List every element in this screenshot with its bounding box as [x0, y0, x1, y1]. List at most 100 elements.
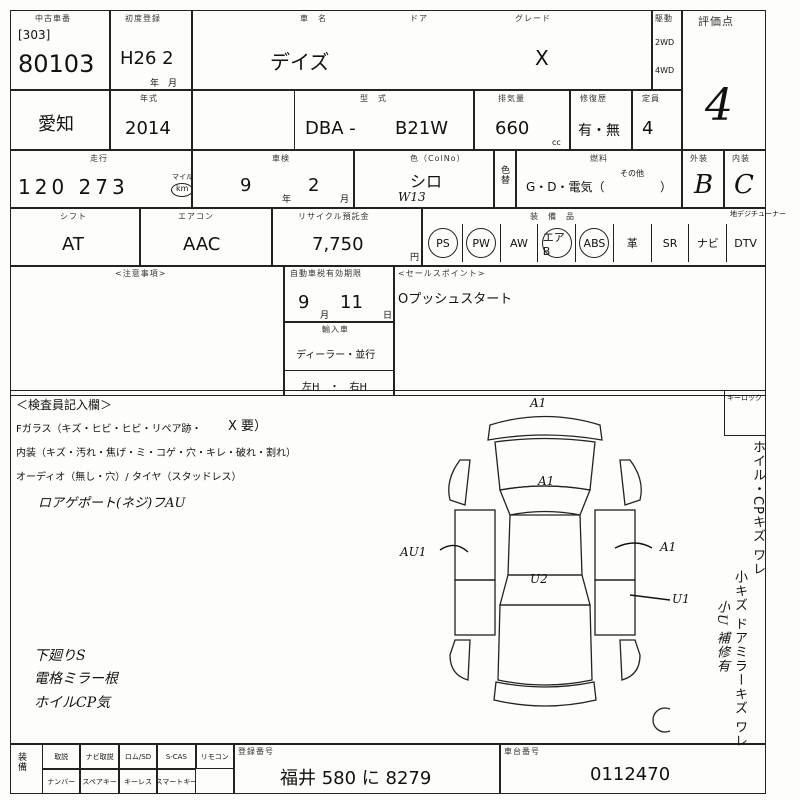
color-change-label: 色替 [499, 165, 509, 185]
footer-equip-item: スマートキー [157, 769, 196, 794]
sales-point: Oプッシュスタート [398, 292, 513, 307]
car-diagram [439, 415, 670, 733]
left-front-door [454, 509, 496, 581]
import-cell [284, 322, 394, 396]
color-cell [354, 150, 494, 208]
first-reg-unit: 年 月 [150, 79, 178, 89]
mark-au1-stroke [439, 544, 469, 553]
handwritten-note-4: ホイルCP気 [34, 695, 111, 711]
mileage-label: 走行 [90, 154, 108, 163]
score-value: 4 [705, 80, 733, 131]
footer-equip-item: ナビ取説 [80, 744, 119, 769]
exterior-label: 外装 [690, 154, 708, 163]
keyless-cell [724, 390, 766, 436]
mileage-value: 120 273 [18, 175, 129, 199]
equipment-item-label: 革 [626, 237, 638, 250]
capacity-value: 4 [642, 118, 654, 139]
fuel-options: G・D・電気（ [526, 180, 605, 194]
equipment-item: DTV [726, 224, 764, 262]
rear-bumper [493, 681, 597, 707]
lot-box: [303] [18, 28, 51, 42]
import-type: ディーラー・並行 [296, 350, 376, 361]
history-value: 有・無 [578, 123, 620, 139]
mileage-km: km [176, 184, 189, 193]
year-label: 年式 [140, 94, 158, 103]
capacity-cell [632, 90, 682, 150]
model-label: 型 式 [360, 94, 387, 103]
region-value: 愛知 [38, 114, 74, 135]
interior-grade-label: 内装 [732, 154, 750, 163]
terrestrial-label: 地デジチューナー [730, 210, 786, 218]
first-reg-value: H26 2 [120, 48, 174, 69]
equipment-item: ナビ [688, 224, 726, 262]
grade-value: X [535, 46, 549, 70]
audio-line: オーディオ（無し・穴）/ タイヤ（スタッドレス） [16, 472, 242, 483]
score-cell [682, 10, 766, 150]
model-code: B21W [395, 118, 449, 139]
equipment-item-label: ABS [579, 228, 610, 258]
lot-label: 中古車番 [35, 14, 71, 23]
inspection-year-unit: 年 [282, 195, 292, 205]
right-front-fender [619, 459, 642, 506]
mark-au1: AU1 [400, 545, 427, 559]
interior-line: 内装（キズ・汚れ・焦げ・ミ・コゲ・穴・キレ・破れ・割れ） [16, 448, 296, 459]
warranty-month: 9 [298, 292, 310, 313]
equipment-item: エアB [537, 224, 575, 262]
drive-label: 駆動 [655, 14, 673, 23]
fuel-cell [516, 150, 682, 208]
equipment-item: PW [461, 224, 500, 262]
first-reg-cell [110, 10, 192, 90]
notes-label: <注意事項> [115, 269, 167, 278]
equipment-item: ABS [575, 224, 613, 262]
fuel-label: 燃料 [590, 154, 608, 163]
car-name-value: デイズ [270, 50, 330, 74]
ref-value: 0112470 [590, 764, 671, 785]
displacement-unit: cc [552, 138, 561, 147]
drive-2wd: 2WD [655, 38, 675, 47]
left-front-fender [448, 459, 471, 506]
color-code: W13 [398, 190, 426, 204]
sales-cell [394, 266, 766, 396]
plate-value: 福井 580 に 8279 [280, 768, 432, 789]
region-cell [10, 90, 110, 150]
fuel-other-label: その他 [620, 169, 644, 178]
ac-cell [140, 208, 272, 266]
handwritten-note-2: 下廻りS [34, 648, 86, 664]
equipment-item-label: エアB [541, 228, 572, 258]
year-cell [110, 90, 192, 150]
roof [507, 514, 583, 576]
footer-equip-item: リモコン [195, 744, 234, 769]
side-note-2: 小キズ ドアミラーキズ ワレ [732, 570, 747, 749]
mark-u1: U1 [672, 592, 690, 606]
car-name-cell [192, 10, 652, 90]
footer-equip-item: 取説 [42, 744, 81, 769]
color-value: シロ [410, 172, 443, 191]
notes-cell [10, 266, 284, 396]
sales-label: <セールスポイント> [398, 269, 486, 278]
footer-equip-item: S-CAS [157, 744, 196, 769]
equipment-item: 革 [612, 224, 651, 262]
equipment-item: SR [650, 224, 689, 262]
recycle-unit: 円 [410, 253, 420, 263]
displacement-label: 排気量 [498, 94, 525, 103]
color-change-cell [494, 150, 516, 208]
footer-equip-item: ロム/SD [118, 744, 158, 769]
mileage-cell [10, 150, 192, 208]
right-rear-door [594, 579, 636, 636]
right-rear-fender [619, 639, 641, 681]
interior-grade-value: C [734, 170, 754, 200]
equipment-item-label: ナビ [696, 237, 719, 250]
fuel-close: ） [660, 180, 673, 194]
year-value: 2014 [125, 118, 171, 139]
equipment-item-label: PS [427, 228, 458, 258]
glass-line: Fガラス（キズ・ヒビ・ヒビ・リペア跡・ [16, 424, 202, 435]
warranty-cell [284, 266, 394, 322]
mark-a1-roof: A1 [538, 474, 555, 488]
capacity-label: 定員 [642, 94, 660, 103]
drive-cell [652, 10, 682, 90]
mark-a1-right-stroke [614, 542, 653, 549]
warranty-label: 自動車税有効期限 [290, 269, 362, 278]
history-cell [570, 90, 632, 150]
shift-value: AT [62, 234, 84, 255]
